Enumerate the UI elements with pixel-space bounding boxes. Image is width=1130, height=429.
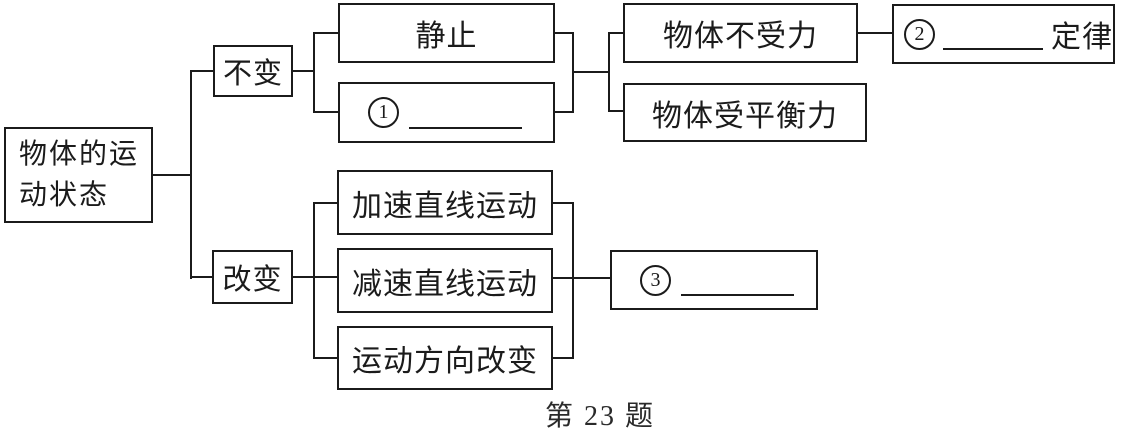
node-direction-change: 运动方向改变 (337, 326, 553, 390)
connector-merge-bracket-bottom (572, 202, 574, 359)
blank-underline-3 (681, 294, 794, 296)
connector-direction-in (313, 357, 339, 359)
node-unchanged-label: 不变 (222, 58, 283, 90)
node-blank-2: 2 定律 (892, 4, 1115, 64)
node-root: 物体的运动状态 (4, 127, 153, 223)
connector-unchanged-in (190, 70, 214, 72)
blank-underline-1 (409, 126, 522, 129)
connector-direction-out (551, 357, 574, 359)
connector-blank3-in (551, 277, 612, 279)
node-at-rest-label: 静止 (415, 20, 478, 53)
node-direction-change-label: 运动方向改变 (352, 345, 538, 378)
connector-merge-mid (572, 71, 610, 73)
node-root-label: 物体的运动状态 (19, 139, 140, 211)
node-blank-1: 1 (338, 82, 555, 143)
diagram-caption: 第 23 题 (544, 401, 655, 429)
node-blank-2-suffix: 定律 (1051, 21, 1113, 54)
node-changed-label: 改变 (222, 264, 283, 296)
node-accel-linear-label: 加速直线运动 (352, 189, 538, 223)
node-balanced-force: 物体受平衡力 (623, 83, 867, 142)
connector-root-out (152, 174, 192, 176)
connector-root-bracket (190, 70, 192, 279)
circled-number-2: 2 (904, 18, 935, 50)
node-no-force: 物体不受力 (623, 3, 858, 63)
node-no-force-label: 物体不受力 (663, 20, 818, 53)
node-accel-linear: 加速直线运动 (337, 170, 553, 235)
connector-blank1-out (553, 111, 574, 113)
blank-underline-2 (943, 48, 1043, 50)
node-decel-linear: 减速直线运动 (337, 248, 553, 313)
connector-changed-bracket (313, 202, 315, 359)
node-changed: 改变 (212, 250, 293, 304)
node-unchanged: 不变 (213, 45, 293, 97)
connector-blank1-in (313, 111, 339, 113)
connector-at-rest-in (313, 32, 339, 34)
circled-number-3: 3 (640, 264, 671, 296)
node-blank-3: 3 (610, 250, 818, 310)
circled-number-1: 1 (368, 97, 399, 128)
node-balanced-force-label: 物体受平衡力 (652, 99, 838, 133)
connector-accel-out (551, 202, 574, 204)
connector-no-force-out (856, 32, 894, 34)
connector-balanced-force-in (608, 110, 625, 112)
node-at-rest: 静止 (338, 3, 555, 63)
connector-unchanged-bracket (313, 32, 315, 113)
node-decel-linear-label: 减速直线运动 (352, 267, 538, 301)
connector-accel-in (313, 202, 339, 204)
connector-at-rest-out (553, 32, 574, 34)
connector-changed-in (190, 276, 213, 278)
connector-force-bracket (608, 32, 610, 112)
connector-no-force-in (608, 32, 625, 34)
connector-changed-out (292, 276, 339, 278)
connector-unchanged-out (292, 70, 315, 72)
